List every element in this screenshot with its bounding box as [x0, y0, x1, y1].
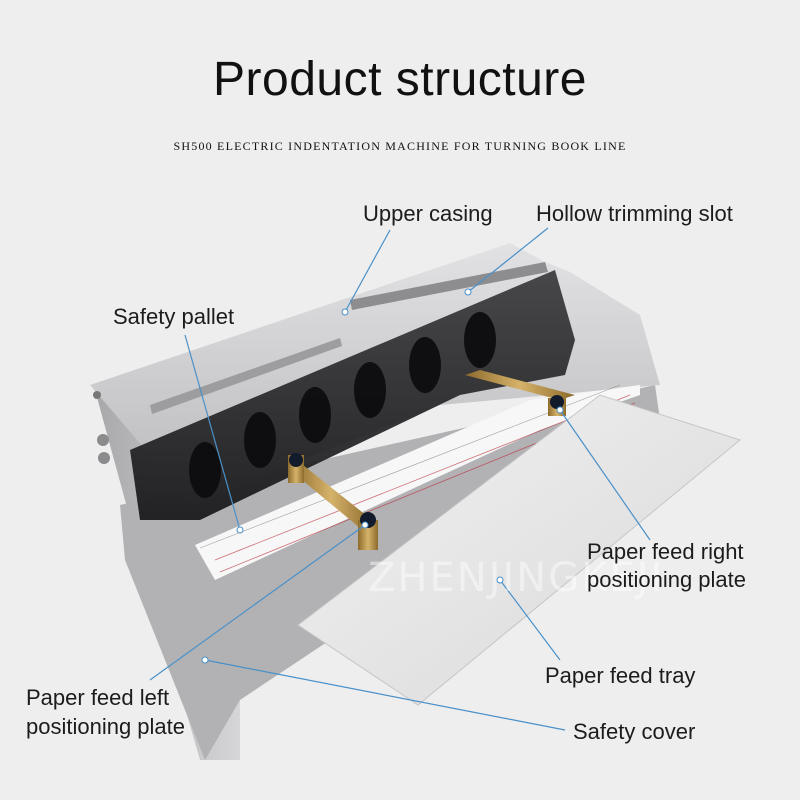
side-knob-2	[98, 452, 110, 464]
side-knob-1	[97, 434, 109, 446]
label-paper-feed-left-line1: Paper feed left	[26, 685, 170, 710]
label-safety-pallet: Safety pallet	[113, 304, 235, 329]
safety-cover-dark	[130, 270, 575, 520]
page-title: Product structure	[213, 53, 587, 106]
page-subtitle: SH500 ELECTRIC INDENTATION MACHINE FOR T…	[173, 139, 627, 153]
screw-corner	[93, 391, 101, 399]
roller-set	[189, 312, 496, 498]
leader-dots	[201, 288, 564, 664]
label-paper-feed-right-line1: Paper feed right	[587, 539, 744, 564]
brass-rail-right	[465, 370, 575, 400]
label-paper-feed-right-line2: positioning plate	[587, 567, 747, 592]
hollow-trimming-slot	[350, 262, 548, 310]
label-hollow-trimming-slot: Hollow trimming slot	[536, 201, 733, 226]
label-paper-feed-left-line2: positioning plate	[26, 714, 186, 739]
watermark-text: ZHENJINGKEJI	[368, 555, 665, 601]
knob-mid	[289, 453, 303, 467]
knob-right	[550, 395, 564, 409]
label-paper-feed-tray: Paper feed tray	[545, 663, 696, 688]
brass-rail-left	[290, 465, 372, 528]
ruler-bed	[195, 385, 640, 580]
paper-feed-tray	[297, 394, 742, 706]
label-upper-casing: Upper casing	[363, 201, 493, 226]
casing-slot-left	[150, 338, 342, 414]
label-safety-cover: Safety cover	[573, 719, 696, 744]
leader-lines	[149, 227, 651, 731]
